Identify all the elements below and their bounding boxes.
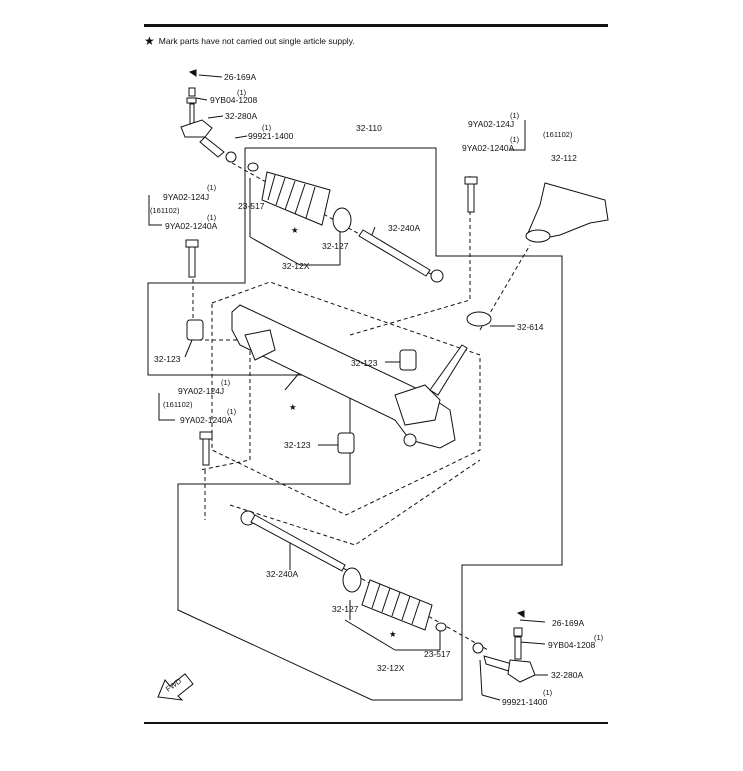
- label-26-169a-top: 26-169A: [224, 72, 256, 82]
- qty-tr-124j: (1): [510, 111, 520, 120]
- note-flag-icon-top: [188, 69, 197, 77]
- label-32-280a-bottom: 32-280A: [551, 670, 583, 680]
- label-32-280a-top: 32-280A: [225, 111, 257, 121]
- supply-note: ★Mark parts have not carried out single …: [144, 34, 355, 48]
- bolt-lower-left: [199, 431, 213, 466]
- top-rule: [144, 24, 608, 27]
- qty-top-99921: (1): [262, 123, 272, 132]
- label-23-517-bottom: 23-517: [424, 649, 451, 659]
- cover-32-112: [525, 182, 609, 243]
- bolt-upper-right: [464, 176, 478, 213]
- label-9yb04-bottom: 9YB04-1208: [548, 640, 596, 650]
- label-32-123-right: 32-123: [351, 358, 378, 368]
- tie-rod-end-top: [180, 87, 237, 163]
- rack-dash-box: [211, 281, 481, 516]
- label-32-240a-top: 32-240A: [388, 223, 420, 233]
- label-32-127-bottom: 32-127: [332, 604, 359, 614]
- label-9ya02-124j-ul: 9YA02-124J: [163, 192, 209, 202]
- fwd-arrow-icon: [157, 673, 194, 701]
- label-9ya02-1240a-ll: 9YA02-1240A: [180, 415, 233, 425]
- inner-rod-bottom: [240, 510, 346, 572]
- label-9yb04-top: 9YB04-1208: [210, 95, 258, 105]
- qty-ul-124j: (1): [207, 183, 217, 192]
- inner-rod-top: [358, 229, 444, 283]
- qty-ul-1240a: (1): [207, 213, 217, 222]
- label-32-127-top: 32-127: [322, 241, 349, 251]
- star-top-boot-icon: ★: [291, 225, 299, 235]
- label-99921-top: 99921-1400: [248, 131, 294, 141]
- o-ring-32-614: [466, 311, 492, 327]
- bolt-upper-left: [185, 239, 199, 278]
- bushing-upper-left: [186, 319, 204, 341]
- qty-ll-124j: (1): [221, 378, 231, 387]
- label-32-112: 32-112: [551, 153, 577, 163]
- note-flag-icon-bottom: [516, 610, 525, 618]
- qty-top-9yb: (1): [237, 88, 247, 97]
- label-32-12x-top: 32-12X: [282, 261, 310, 271]
- rack-housing: [231, 304, 468, 449]
- boot-bottom: [342, 567, 447, 632]
- qty-br-99921: (1): [543, 688, 553, 697]
- label-23-517-top: 23-517: [238, 201, 265, 211]
- label-99921-bottom: 99921-1400: [502, 697, 548, 707]
- bushing-right: [399, 349, 417, 371]
- note-text: Mark parts have not carried out single a…: [158, 36, 355, 46]
- qty-tr-1240a: (1): [510, 135, 520, 144]
- label-32-123-left: 32-123: [154, 354, 181, 364]
- label-32-614: 32-614: [517, 322, 544, 332]
- label-161102-ll: (161102): [163, 400, 193, 409]
- star-rack-icon: ★: [289, 402, 297, 412]
- bottom-rule: [144, 722, 608, 724]
- label-9ya02-124j-tr: 9YA02-124J: [468, 119, 514, 129]
- tie-rod-end-bottom: [472, 627, 536, 683]
- label-9ya02-124j-ll: 9YA02-124J: [178, 386, 224, 396]
- qty-br-9yb: (1): [594, 633, 604, 642]
- star-bottom-boot-icon: ★: [389, 629, 397, 639]
- label-32-110: 32-110: [356, 123, 382, 133]
- label-161102-tr: (161102): [543, 130, 573, 139]
- boot-top: [247, 162, 352, 233]
- qty-ll-1240a: (1): [227, 407, 237, 416]
- label-9ya02-1240a-ul: 9YA02-1240A: [165, 221, 218, 231]
- label-32-123-lower: 32-123: [284, 440, 311, 450]
- note-star-icon: ★: [144, 34, 155, 48]
- label-161102-ul: (161102): [150, 206, 180, 215]
- bushing-lower: [337, 432, 355, 454]
- assy-110-outline: [147, 147, 563, 701]
- label-32-12x-bottom: 32-12X: [377, 663, 405, 673]
- label-32-240a-bottom: 32-240A: [266, 569, 298, 579]
- label-9ya02-1240a-tr: 9YA02-1240A: [462, 143, 515, 153]
- label-26-169a-bottom: 26-169A: [552, 618, 584, 628]
